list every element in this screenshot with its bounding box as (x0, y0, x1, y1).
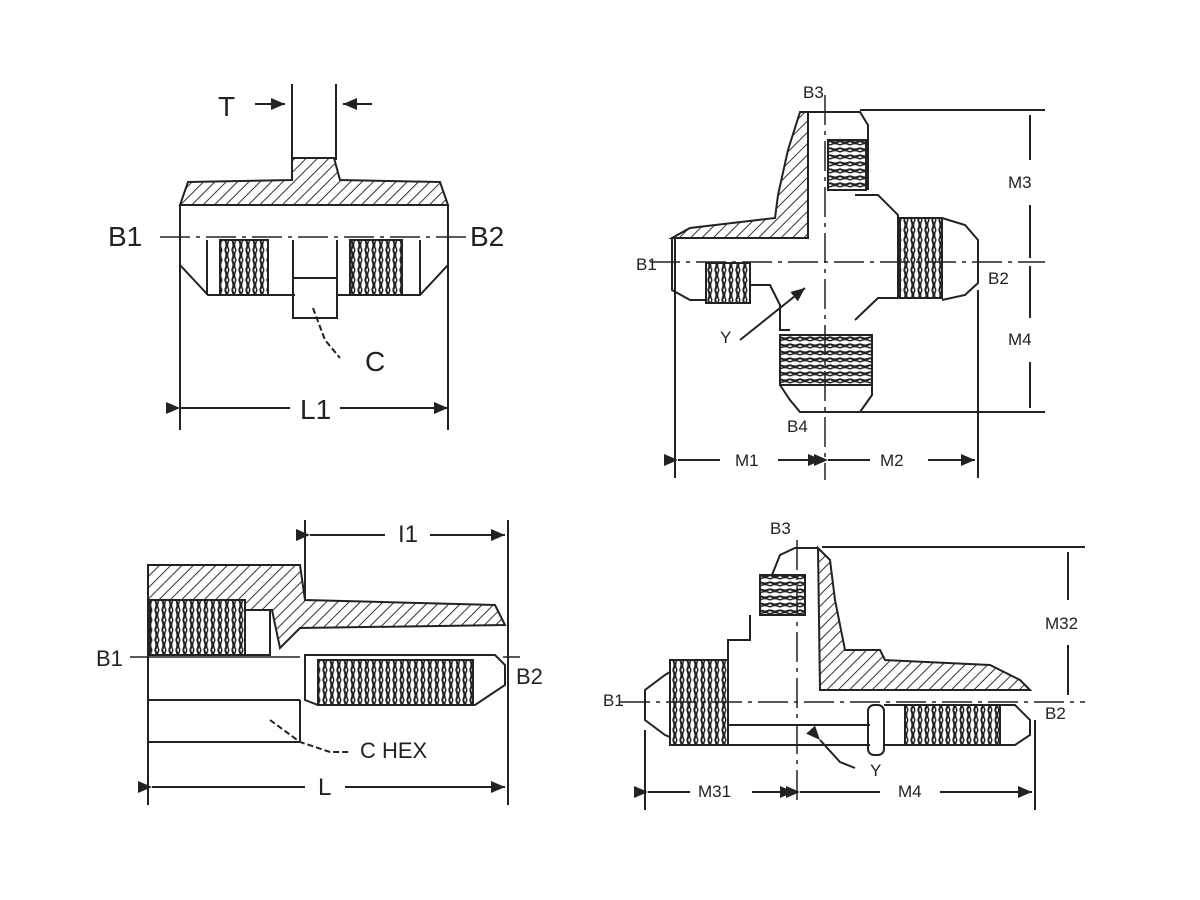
label-l1: L1 (300, 394, 332, 425)
label-b3: B3 (770, 519, 791, 538)
label-m3: M3 (1008, 173, 1032, 192)
label-c: C (365, 346, 386, 377)
drawing-union (160, 84, 470, 430)
label-b2: B2 (988, 269, 1009, 288)
label-m32: M32 (1045, 614, 1079, 633)
label-b1: B1 (108, 221, 143, 252)
label-b1: B1 (96, 646, 123, 671)
label-b2: B2 (516, 664, 543, 689)
label-m31: M31 (698, 782, 732, 801)
label-b2: B2 (1045, 704, 1066, 723)
drawing-tee (620, 540, 1085, 810)
label-m4: M4 (1008, 330, 1032, 349)
label-i1: I1 (398, 521, 419, 548)
label-y: Y (720, 328, 732, 347)
label-b1: B1 (636, 255, 657, 274)
label-c-hex: C HEX (360, 738, 428, 763)
label-t: T (218, 91, 236, 122)
label-b3: B3 (803, 83, 824, 102)
label-b4: B4 (787, 417, 808, 436)
label-y: Y (870, 761, 882, 780)
label-b2: B2 (470, 221, 505, 252)
label-m1: M1 (735, 451, 759, 470)
label-l: L (318, 774, 332, 801)
drawing-cross (650, 95, 1045, 480)
drawing-adapter (130, 520, 520, 805)
label-b1: B1 (603, 691, 624, 710)
label-m2: M2 (880, 451, 904, 470)
label-m4: M4 (898, 782, 922, 801)
